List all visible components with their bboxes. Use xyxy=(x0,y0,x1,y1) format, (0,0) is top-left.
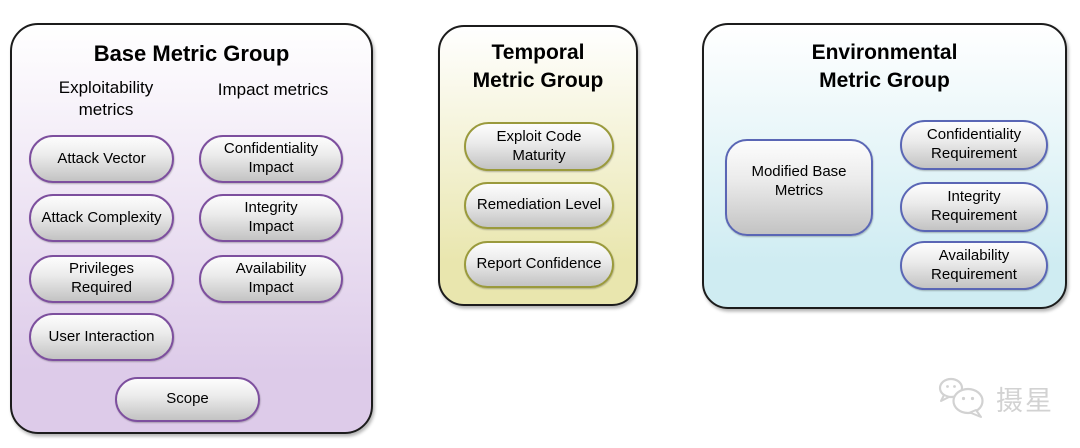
base-group-title: Base Metric Group xyxy=(93,41,290,66)
environmental-metric-group: Environmental Metric Group Modified Base… xyxy=(702,23,1067,309)
metric-pill-attack-complexity: Attack Complexity xyxy=(29,194,174,242)
metric-pill-privileges-required: Privileges Required xyxy=(29,255,174,303)
environmental-group-title: Environmental Metric Group xyxy=(811,41,958,92)
base-metric-group: Base Metric Group Exploitability metrics… xyxy=(10,23,373,434)
metric-pill-confidentiality-impact: Confidentiality Impact xyxy=(199,135,343,183)
metric-pill-user-interaction: User Interaction xyxy=(29,313,174,361)
metric-pill-report-confidence: Report Confidence xyxy=(464,241,614,288)
temporal-metric-group: Temporal Metric Group Exploit Code Matur… xyxy=(438,25,638,306)
metric-pill-integrity-requirement: Integrity Requirement xyxy=(900,182,1048,232)
metric-pill-remediation-level: Remediation Level xyxy=(464,182,614,229)
watermark-text: 摄星 xyxy=(996,385,1054,416)
metric-box-modified-base-metrics: Modified Base Metrics xyxy=(725,139,873,236)
impact-metrics-header: Impact metrics xyxy=(217,80,329,99)
metric-pill-exploit-code-maturity: Exploit Code Maturity xyxy=(464,122,614,171)
metric-pill-attack-vector: Attack Vector xyxy=(29,135,174,183)
metric-pill-scope: Scope xyxy=(115,377,260,422)
watermark: 摄星 xyxy=(936,376,1054,420)
wechat-sketch-icon xyxy=(936,376,990,420)
metric-pill-confidentiality-requirement: Confidentiality Requirement xyxy=(900,120,1048,170)
metric-pill-integrity-impact: Integrity Impact xyxy=(199,194,343,242)
temporal-group-title: Temporal Metric Group xyxy=(472,41,604,92)
exploitability-metrics-header: Exploitability metrics xyxy=(58,78,154,120)
metric-pill-availability-requirement: Availability Requirement xyxy=(900,241,1048,290)
metric-pill-availability-impact: Availability Impact xyxy=(199,255,343,303)
